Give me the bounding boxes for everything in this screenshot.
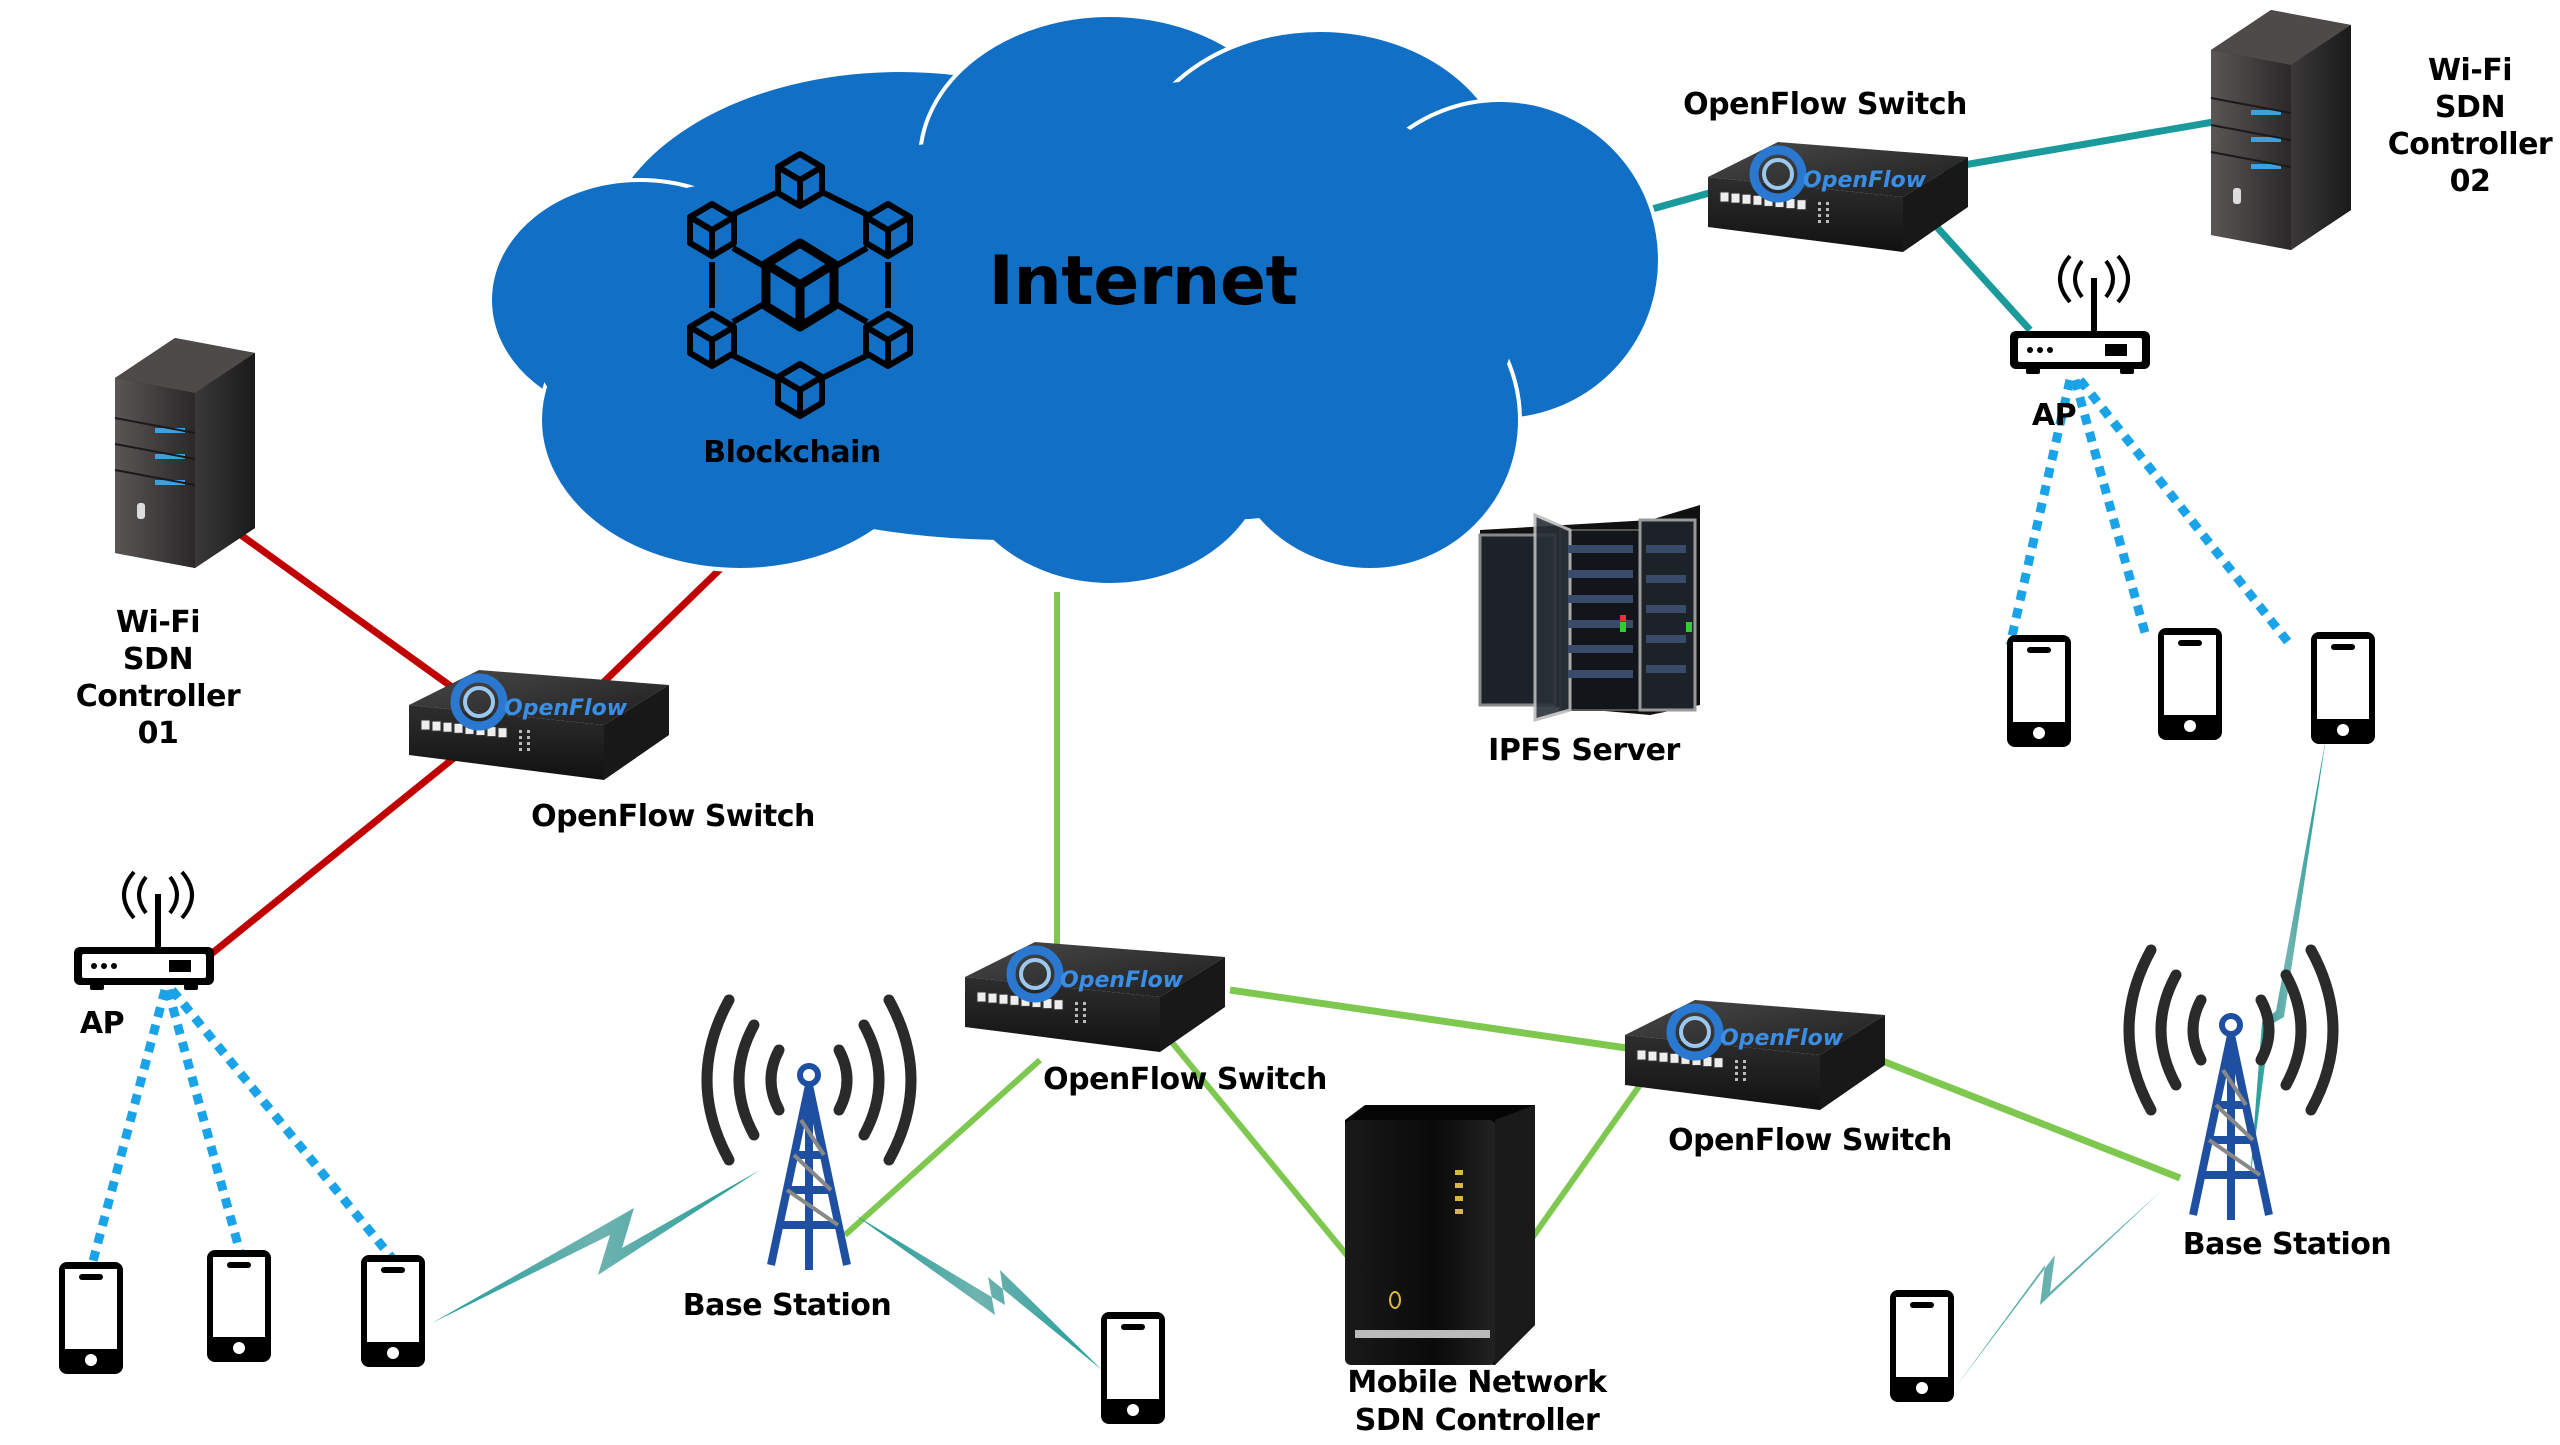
sw-top-right-icon: OpenFlow xyxy=(1708,142,1968,252)
wifi-link-ap-right-phone-1 xyxy=(2005,379,2075,646)
wifi-controller-01-label: Wi-Fi SDN Controller 01 xyxy=(75,604,241,752)
mobile-sdn-controller-server-icon xyxy=(1345,1105,1535,1365)
mobile-sdn-controller-label-line: SDN Controller xyxy=(1354,1403,1600,1438)
phone-bottom-right-icon xyxy=(1890,1290,1954,1402)
mobile-devices xyxy=(59,628,2375,1424)
link-switch-rightmid-bs-right xyxy=(1878,1056,2182,1182)
phone-left-2-icon xyxy=(207,1250,271,1362)
ap-left-label: AP xyxy=(79,1006,125,1041)
mobile-sdn-controller-label-line: Mobile Network xyxy=(1347,1365,1607,1400)
access-point-left-icon xyxy=(74,870,214,990)
sw-center-icon: OpenFlow xyxy=(965,942,1225,1052)
cellular-wireless-links xyxy=(432,738,2326,1388)
wired-links xyxy=(207,116,2226,1267)
sw-left-icon: OpenFlow xyxy=(409,670,669,780)
blockchain-icon xyxy=(687,151,913,419)
ap-right-label: AP xyxy=(2031,398,2077,433)
phone-left-1-icon xyxy=(59,1262,123,1374)
base-station-right-label: Base Station xyxy=(2182,1227,2392,1262)
wifi-controller-01-label-line: SDN xyxy=(122,642,194,677)
switch-right-mid-label: OpenFlow Switch xyxy=(1668,1123,1952,1158)
link-switch-center-switch-rightmid xyxy=(1229,986,1641,1054)
access-point-right-icon xyxy=(2010,254,2150,374)
wifi-link-ap-right-phone-3 xyxy=(2076,377,2292,645)
wifi-controller-01-label-line: 01 xyxy=(137,716,179,751)
wifi-link-ap-left-phone-3 xyxy=(168,987,396,1261)
link-switch-controller02 xyxy=(1934,116,2226,174)
wifi-controller-02-label: Wi-Fi SDN Controller 02 xyxy=(2387,52,2553,200)
wifi-link-ap-right-phone-2 xyxy=(2070,378,2152,642)
switch-center-label: OpenFlow Switch xyxy=(1043,1062,1327,1097)
switch-left-label: OpenFlow Switch xyxy=(531,799,815,834)
link-switch-ap-left xyxy=(207,742,473,958)
internet-label: Internet xyxy=(988,242,1298,321)
openflow-brand-text: OpenFlow xyxy=(504,696,628,721)
wifi-controller-01-server-icon xyxy=(114,338,255,568)
internet-cloud xyxy=(488,13,1662,587)
base-station-right-tower-icon xyxy=(2123,944,2339,1220)
switch-top-right-label: OpenFlow Switch xyxy=(1683,87,1967,122)
wifi-controller-01-label-line: Controller xyxy=(75,679,241,714)
phone-right-2-icon xyxy=(2158,628,2222,740)
phone-center-icon xyxy=(1101,1312,1165,1424)
phone-right-3-icon xyxy=(2311,632,2375,744)
mobile-sdn-controller-label: Mobile Network SDN Controller xyxy=(1347,1364,1607,1440)
base-station-left-tower-icon xyxy=(701,994,917,1270)
wifi-link-ap-left-phone-2 xyxy=(163,988,245,1254)
wifi-wireless-links xyxy=(87,377,2292,1267)
cellular-bolt-phone-bs-right xyxy=(2250,738,2326,1180)
link-controller01-switch xyxy=(217,517,473,703)
wifi-controller-02-label-line: Controller xyxy=(2387,127,2553,162)
openflow-brand-text: OpenFlow xyxy=(1060,968,1184,993)
phone-left-3-icon xyxy=(361,1255,425,1367)
cellular-bolt-bs-left-phone-center xyxy=(855,1215,1102,1370)
link-switch-ap-right xyxy=(1932,222,2033,333)
wifi-controller-02-label-line: Wi-Fi xyxy=(2427,53,2513,88)
link-switch-rightmid-mobile-controller xyxy=(1522,1083,1643,1250)
wifi-link-ap-left-phone-1 xyxy=(87,988,170,1267)
link-switch-cloud-left xyxy=(577,542,748,708)
link-switch-center-mobile-controller xyxy=(1167,1038,1358,1267)
wifi-controller-01-label-line: Wi-Fi xyxy=(115,605,201,640)
base-station-left-label: Base Station xyxy=(682,1288,892,1323)
ipfs-server-rack-icon xyxy=(1478,505,1700,722)
openflow-brand-text: OpenFlow xyxy=(1803,168,1927,193)
openflow-brand-text: OpenFlow xyxy=(1720,1026,1844,1051)
cellular-bolt-bs-right-phone xyxy=(1955,1192,2160,1388)
wifi-controller-02-label-line: SDN xyxy=(2434,90,2506,125)
wifi-controller-02-label-line: 02 xyxy=(2449,164,2491,199)
link-switch-center-bs-left xyxy=(842,1057,1043,1238)
phone-right-1-icon xyxy=(2007,635,2071,747)
ipfs-server-label: IPFS Server xyxy=(1488,733,1680,768)
sw-right-mid-icon: OpenFlow xyxy=(1625,1000,1885,1110)
blockchain-label: Blockchain xyxy=(703,435,881,470)
wifi-controller-02-server-icon xyxy=(2210,10,2351,250)
